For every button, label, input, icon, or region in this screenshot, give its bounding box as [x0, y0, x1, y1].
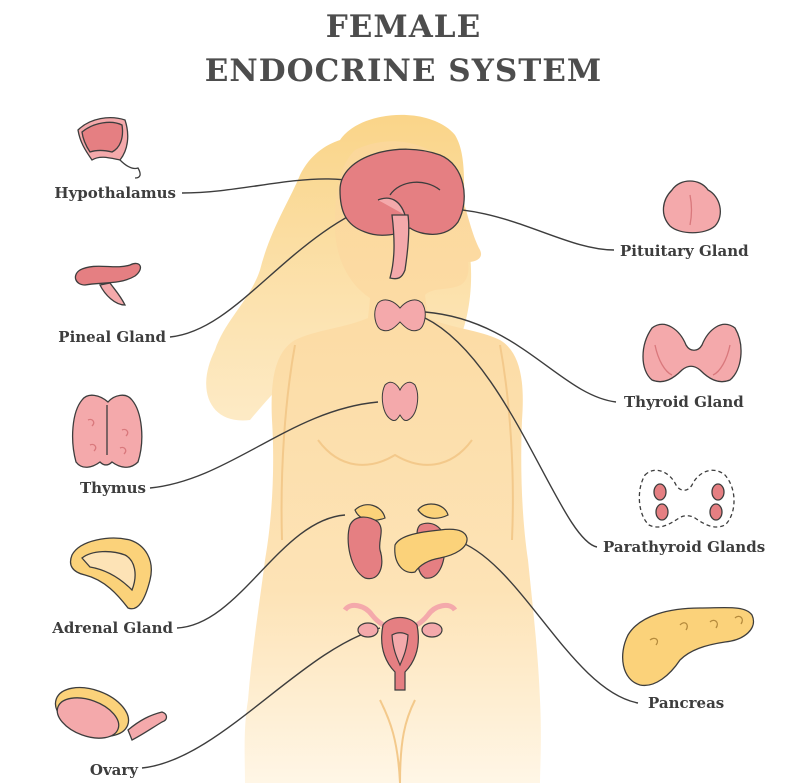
- label-adrenal-gland: Adrenal Gland: [52, 619, 173, 637]
- line-thymus: [149, 401, 379, 489]
- line-thyroid: [424, 311, 617, 403]
- adrenal-icon: [69, 537, 152, 610]
- label-pituitary-gland: Pituitary Gland: [620, 242, 749, 260]
- brain: [339, 148, 465, 280]
- ovary-icon: [54, 686, 168, 741]
- line-pancreas: [454, 539, 639, 704]
- body-thyroid: [374, 299, 426, 332]
- thymus-icon: [72, 394, 143, 468]
- label-thyroid-gland: Thyroid Gland: [624, 393, 744, 411]
- label-thymus: Thymus: [79, 479, 146, 497]
- title-line-1: FEMALE: [325, 9, 482, 45]
- line-adrenal: [176, 514, 346, 629]
- title-line-2: ENDOCRINE SYSTEM: [204, 53, 603, 89]
- body-pancreas: [394, 528, 468, 574]
- body-thymus: [381, 381, 419, 421]
- label-pancreas: Pancreas: [648, 694, 725, 712]
- parathyroid-icon: [638, 469, 735, 528]
- label-ovary: Ovary: [89, 761, 138, 779]
- body-silhouette: [244, 141, 541, 783]
- line-parathyroid: [424, 317, 598, 548]
- label-parathyroid-glands: Parathyroid Glands: [603, 538, 766, 556]
- thyroid-icon: [642, 323, 742, 383]
- hypothalamus-icon: [77, 117, 141, 179]
- pituitary-icon: [662, 180, 721, 234]
- body-uterus: [342, 602, 458, 691]
- pineal-icon: [74, 262, 142, 306]
- pancreas-icon: [622, 606, 755, 687]
- label-pineal-gland: Pineal Gland: [58, 328, 166, 346]
- label-hypothalamus: Hypothalamus: [54, 184, 176, 202]
- line-ovary: [141, 627, 381, 769]
